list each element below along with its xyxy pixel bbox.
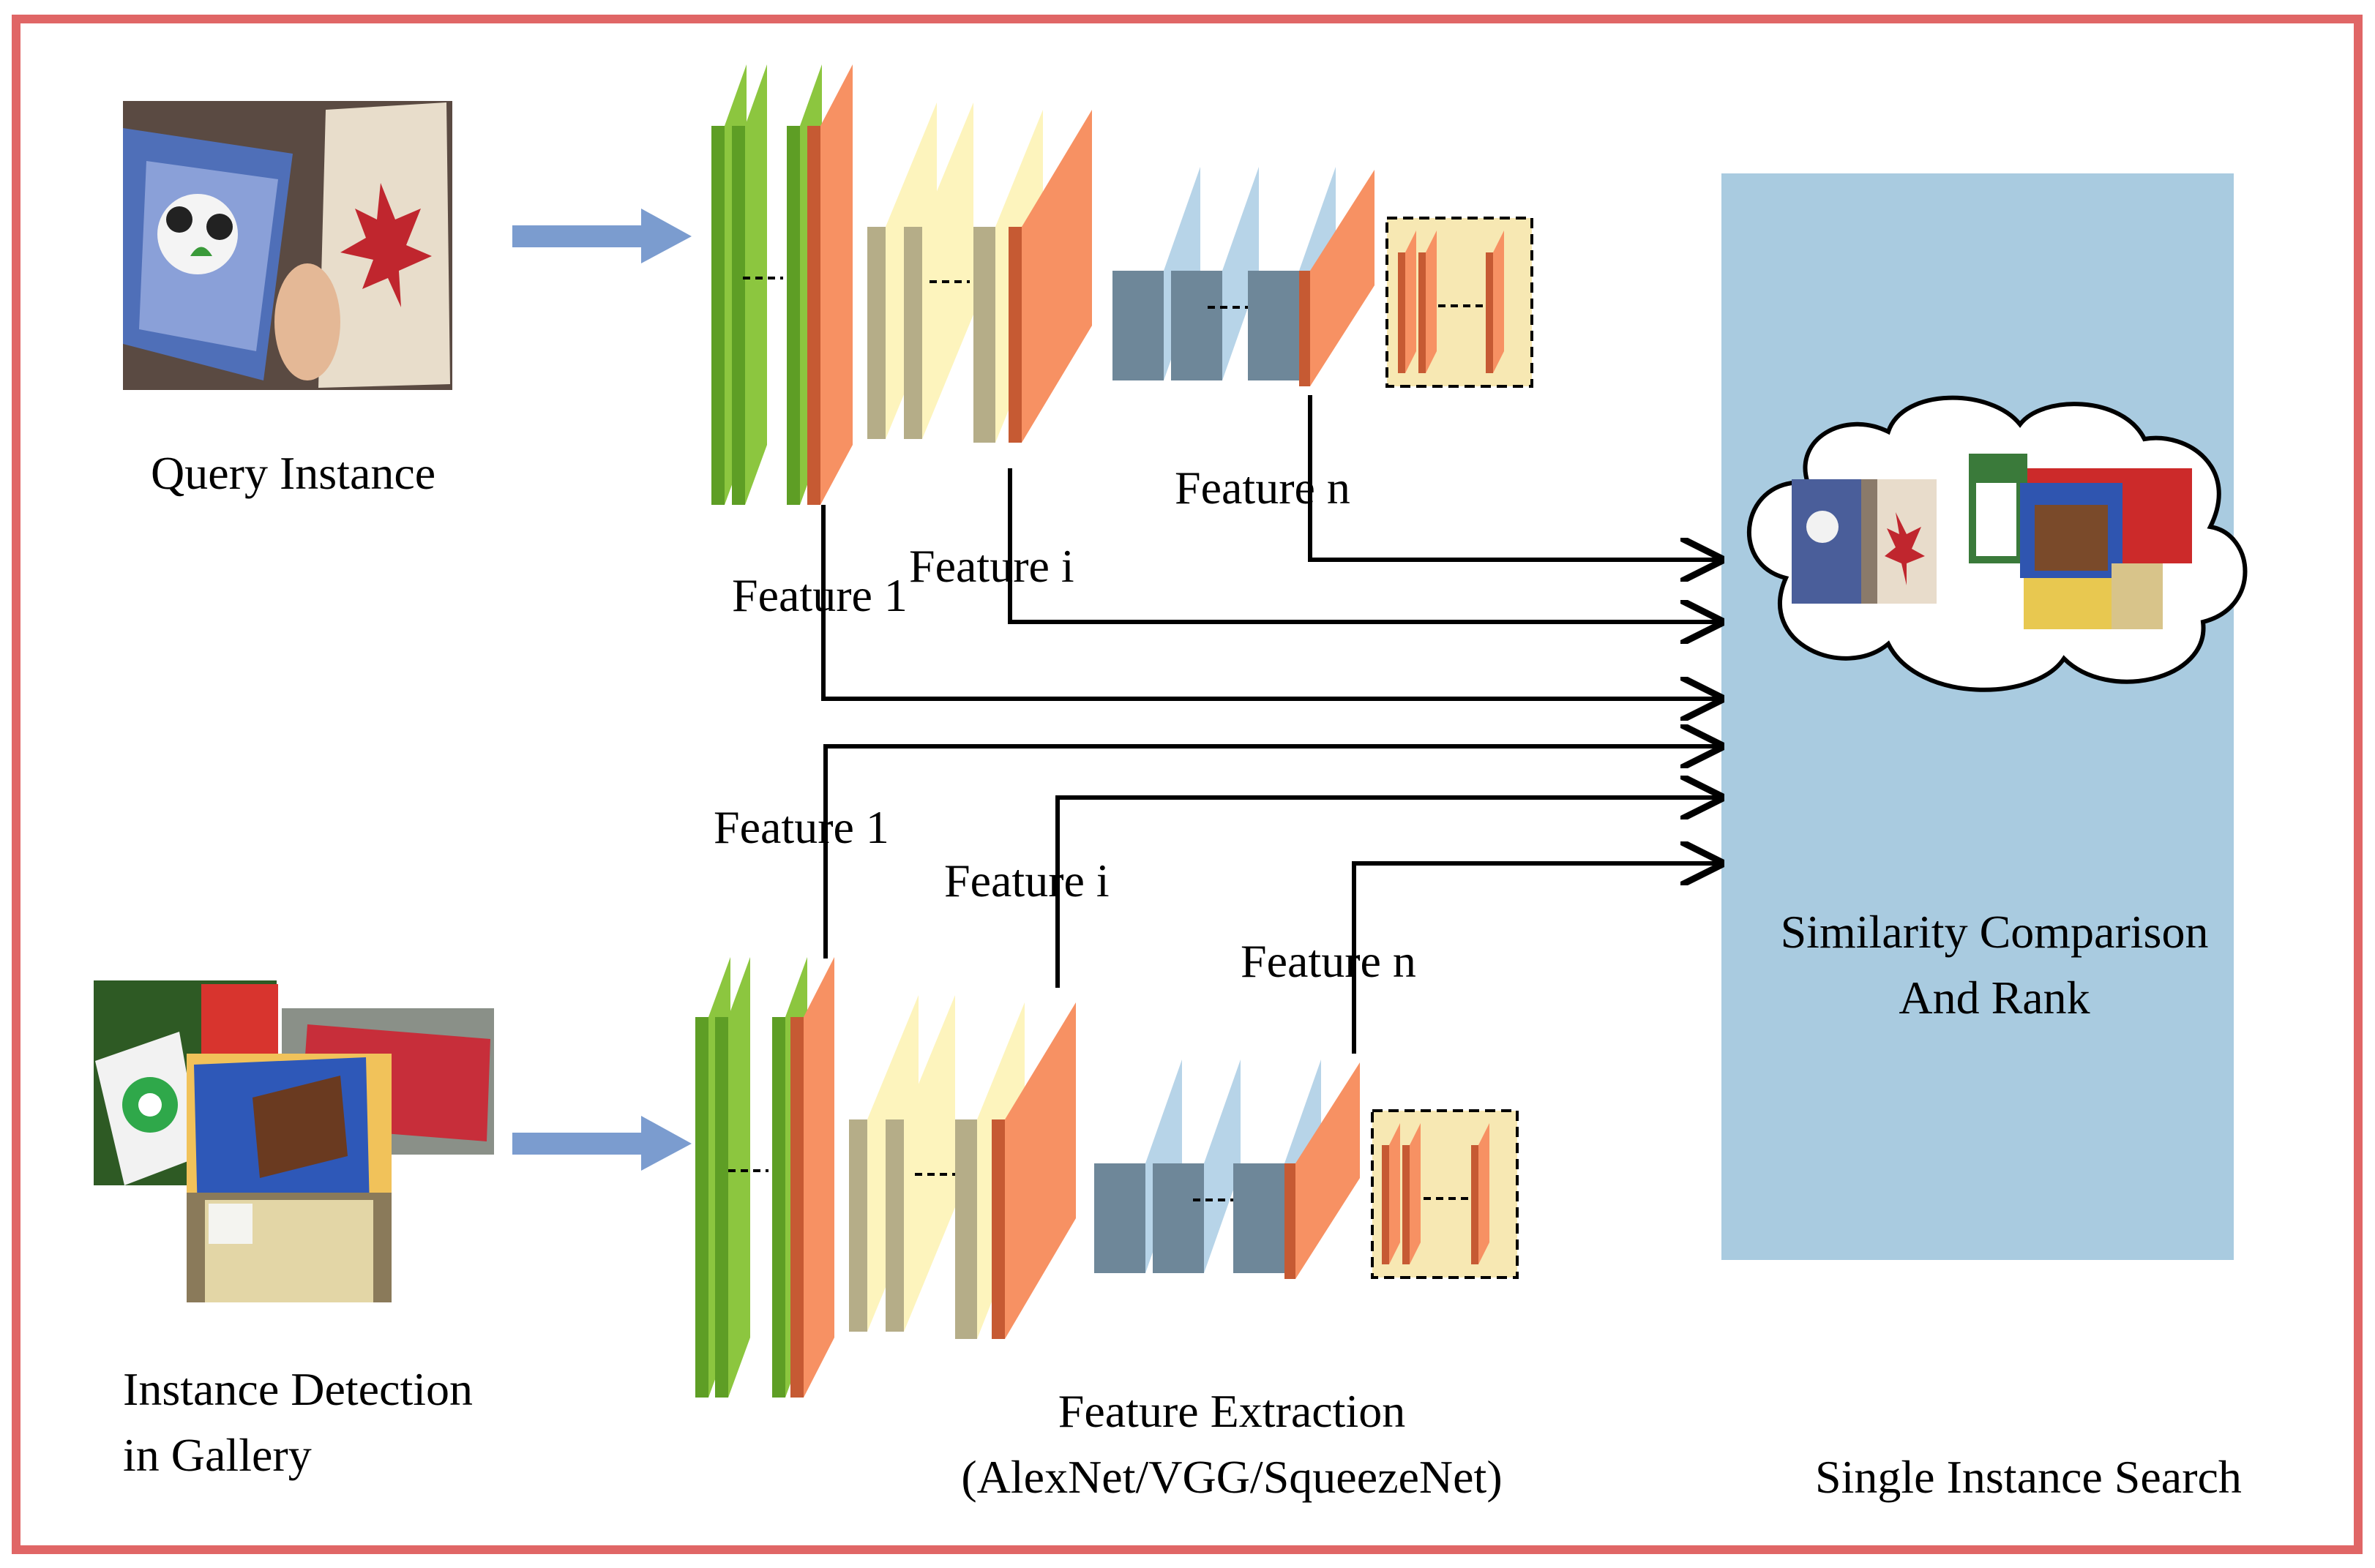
query-feature-connectors <box>821 395 1720 699</box>
gallery-feature-1-connector <box>823 746 1720 959</box>
outer-frame <box>12 15 2363 1554</box>
query-feature-1-connector <box>821 505 1720 699</box>
gallery-feature-n-connector <box>1352 863 1720 1054</box>
query-photo <box>123 101 452 390</box>
query-input-arrow <box>512 209 692 263</box>
query-feature-n-connector <box>1308 395 1720 560</box>
gallery-feature-1-label: Feature 1 <box>714 801 889 853</box>
cloud-gallery-thumbnail <box>1969 454 2192 629</box>
query-feature-n-label: Feature n <box>1175 462 1350 514</box>
query-feature-1-label: Feature 1 <box>732 569 908 621</box>
gallery-photo <box>94 980 494 1302</box>
gallery-feature-i-label: Feature i <box>944 855 1110 907</box>
similarity-panel <box>1721 173 2234 1260</box>
gallery-label-line2: in Gallery <box>123 1429 312 1481</box>
similarity-label-line1: Similarity Comparison <box>1781 906 2209 958</box>
gallery-feature-connectors <box>823 746 1720 1054</box>
extraction-label-line2: (AlexNet/VGG/SqueezeNet) <box>961 1451 1502 1503</box>
gallery-input-arrow <box>512 1116 692 1171</box>
gallery-feature-i-connector <box>1055 798 1720 988</box>
gallery-network <box>695 957 1519 1398</box>
query-network <box>711 64 1533 505</box>
gallery-label-line1: Instance Detection <box>123 1363 473 1415</box>
cloud-query-thumbnail <box>1792 479 1937 604</box>
query-feature-i-label: Feature i <box>909 540 1074 592</box>
search-type-label: Single Instance Search <box>1815 1451 2242 1503</box>
query-instance-label: Query Instance <box>151 447 435 499</box>
similarity-label-line2: And Rank <box>1899 972 2090 1024</box>
query-feature-i-connector <box>1008 468 1720 622</box>
gallery-feature-n-label: Feature n <box>1241 935 1416 987</box>
extraction-label-line1: Feature Extraction <box>1058 1385 1405 1437</box>
